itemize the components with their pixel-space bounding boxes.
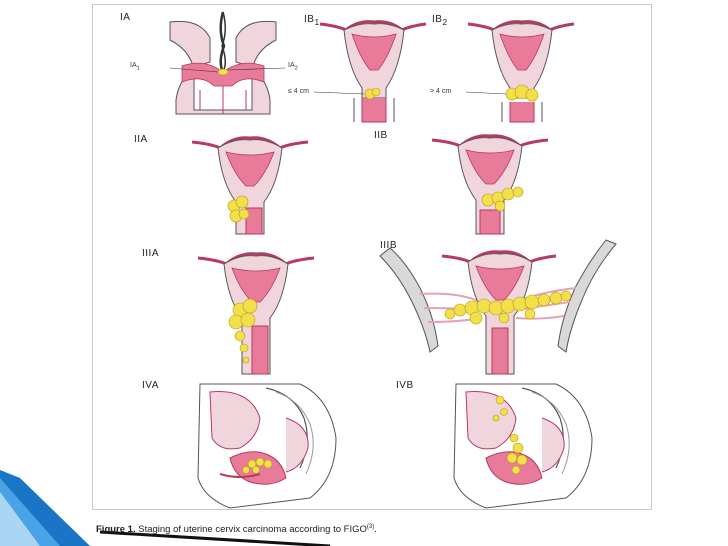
stage-iiia-illustration [197, 252, 315, 375]
stage-iiib-panel: IIIB [379, 236, 617, 378]
stage-label-iva: IVA [142, 380, 159, 391]
substage-ia1-sub: 1 [136, 65, 140, 72]
caption-reference: (3) [366, 524, 375, 530]
stage-ib1-sub: 1 [314, 17, 320, 27]
substage-ia2-text: IA [288, 62, 295, 69]
stage-label-iia: IIA [134, 134, 148, 145]
substage-ia2-sub: 2 [294, 65, 298, 72]
stage-ib1-text: IB [304, 14, 315, 25]
stage-ia-illustration [169, 11, 286, 115]
substage-ia1-text: IA [130, 62, 137, 69]
stage-label-ivb: IVB [396, 380, 414, 391]
stage-iiia-panel: IIIA [142, 244, 316, 380]
stage-label-ia: IA [120, 12, 131, 23]
stage-label-ib1: IB1 [304, 14, 320, 27]
stage-ib2-panel: IB2 > 4 cm [430, 8, 576, 123]
stage-ib1-illustration [313, 20, 427, 123]
caption-text: Staging of uterine cervix carcinoma acco… [135, 524, 367, 536]
size-label-ib1: ≤ 4 cm [288, 88, 309, 95]
stage-ib1-panel: IB1 ≤ 4 cm [288, 8, 428, 123]
stage-label-ib2: IB2 [432, 14, 448, 27]
stage-iva-panel: IVA [142, 378, 340, 512]
stage-label-iiia: IIIA [142, 248, 160, 259]
stage-ia-panel: IA IA1 IA2 [120, 10, 298, 115]
stage-iia-panel: IIA [134, 128, 310, 236]
stage-iva-illustration [197, 383, 337, 509]
caption-figure-label: Figure 1. [96, 524, 136, 536]
substage-label-ia2: IA2 [288, 62, 298, 71]
stage-label-iiib: IIIB [380, 240, 398, 251]
substage-label-ia1: IA1 [130, 62, 140, 71]
caption-end: . [374, 524, 377, 536]
stage-ib2-illustration [465, 20, 575, 123]
stage-iib-illustration [431, 134, 549, 235]
stage-ib2-sub: 2 [442, 17, 448, 27]
stage-ib2-text: IB [432, 14, 443, 25]
figure-caption: Figure 1. Staging of uterine cervix carc… [96, 524, 696, 535]
stage-iia-illustration [191, 136, 309, 235]
stage-iiib-illustration [379, 239, 617, 375]
stage-ivb-illustration [453, 383, 593, 509]
size-label-ib2: > 4 cm [430, 88, 452, 95]
stage-label-iib: IIB [374, 130, 388, 141]
stage-ivb-panel: IVB [396, 378, 596, 512]
stage-iib-panel: IIB [374, 124, 550, 236]
